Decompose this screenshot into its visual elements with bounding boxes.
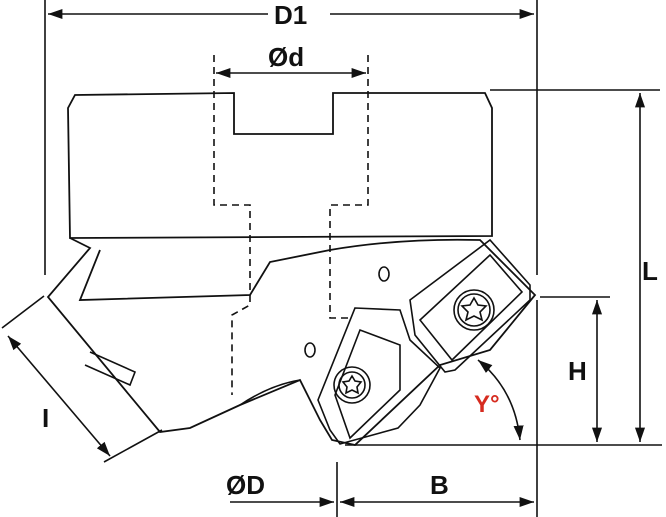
dim-label-d1: D1 <box>274 0 308 30</box>
dim-label-insert-length: I <box>42 403 50 433</box>
dim-label-height: H <box>568 356 587 386</box>
insert-upper <box>409 238 531 373</box>
cutter-body <box>67 92 493 239</box>
dim-label-body-diameter: ØD <box>226 470 265 500</box>
dim-label-width: B <box>430 470 449 500</box>
dimension-lines <box>7 8 646 508</box>
insert-lower <box>317 307 441 445</box>
hole <box>378 266 390 282</box>
torx-screw-icon <box>341 374 363 395</box>
cutter-head <box>46 237 537 446</box>
dim-label-bore: Ød <box>268 42 305 72</box>
hole <box>304 342 316 358</box>
dim-label-length: L <box>642 256 658 286</box>
dim-label-angle: Y° <box>474 391 500 418</box>
chip-groove <box>84 351 301 406</box>
bore-hidden-lines <box>213 55 369 395</box>
torx-screw-icon <box>460 296 488 322</box>
